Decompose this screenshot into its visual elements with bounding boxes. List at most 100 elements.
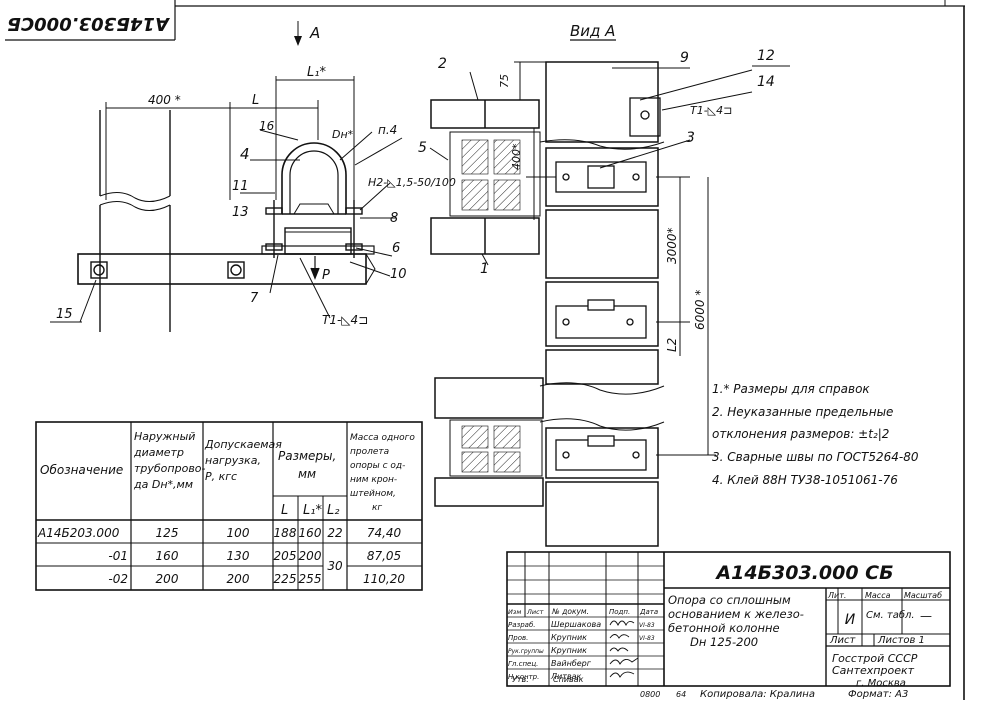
dim-3000: 3000*: [665, 227, 679, 264]
title-block-text: А14Б303.000 СБ Опора со сплошным основан…: [508, 562, 942, 689]
th-L: L: [281, 503, 288, 518]
tb-utv-name: Спивак: [553, 675, 584, 684]
tb-org-line: Сантехпроект: [832, 664, 915, 677]
callout-3: 3: [686, 130, 695, 146]
footer-copied: Копировала: Кралина: [700, 689, 815, 700]
td-load: 100: [227, 526, 250, 540]
tb-title-line: Опора со сплошным: [668, 593, 791, 607]
td-load: 130: [227, 549, 250, 563]
callout-6: 6: [392, 241, 400, 256]
callout-2: 2: [438, 56, 447, 72]
th-mass-line: штейном,: [350, 489, 396, 499]
callout-12: 12: [757, 48, 775, 64]
callout-8: 8: [390, 211, 398, 226]
dim-L1: L₁*: [307, 65, 326, 80]
dimensions-right: [429, 61, 753, 456]
th-mass-line: пролета: [350, 447, 389, 457]
th-mass-line: Масса одного: [350, 433, 415, 443]
tb-head: № докум.: [551, 607, 589, 616]
th-diameter-line: диаметр: [133, 446, 184, 459]
weld-t1-right: Т1-◺4⊐: [690, 104, 732, 117]
td-mass: 110,20: [363, 572, 405, 586]
signatures: [609, 620, 639, 678]
tb-signer-role: Разраб.: [508, 621, 536, 629]
td-mass: 74,40: [367, 526, 402, 540]
td-designation: -02: [108, 572, 128, 586]
dim-P: P: [322, 268, 330, 283]
note-p4: п.4: [378, 123, 397, 137]
tb-head: Лист: [526, 608, 544, 616]
tb-org-line: г. Москва: [856, 678, 906, 689]
td-L1: 200: [299, 549, 322, 563]
tb-head: Дата: [639, 608, 658, 616]
note-2: 2. Неуказанные предельные: [712, 405, 893, 419]
labels-view-a: 75 400* 3000* 6000 * L2 Т1-◺4⊐ 2 5 1 9 1…: [418, 48, 790, 352]
th-mass-line: опоры с од-: [350, 461, 405, 471]
note-2-cont: отклонения размеров: ±t₂|2: [712, 427, 889, 441]
td-L1: 255: [299, 572, 322, 586]
callout-1: 1: [480, 261, 489, 277]
dim-Dn: Dн*: [332, 128, 354, 141]
dimensions-left: [50, 21, 403, 323]
tb-scale-value: —: [920, 609, 932, 623]
spec-table: [35, 421, 423, 591]
tb-signer-name: Литвак: [550, 672, 581, 681]
callout-15: 15: [56, 307, 73, 322]
column-view-a: [430, 61, 665, 547]
callout-4: 4: [240, 145, 250, 163]
tb-head: Изм: [508, 608, 521, 616]
note-4: 4. Клей 88Н ТУ38-1051061-76: [712, 473, 898, 487]
callout-7: 7: [250, 291, 259, 306]
callout-5: 5: [418, 140, 427, 156]
tb-lit-value: И: [845, 612, 856, 628]
th-load-line: нагрузка,: [205, 454, 261, 467]
td-designation: А14Б203.000: [37, 526, 120, 540]
tb-title-line: основанием к железо-: [668, 607, 804, 621]
td-L: 188: [274, 526, 297, 540]
th-L1: L₁*: [303, 503, 322, 518]
footer-format: Формат: А3: [848, 689, 908, 700]
dim-6000: 6000 *: [693, 290, 707, 330]
tb-signer-name: Крупник: [551, 633, 587, 642]
td-designation: -01: [108, 549, 128, 563]
tb-signer-role: Гл.спец.: [508, 660, 538, 668]
callout-13: 13: [232, 205, 249, 220]
tb-signer-role: Н.контр.: [508, 673, 539, 681]
tb-org-line: Госстрой СССР: [832, 652, 918, 665]
tb-signer-name: Шершакова: [551, 620, 601, 629]
tb-title-line: Dн 125-200: [690, 635, 758, 649]
th-load-line: Допускаемая: [204, 438, 282, 451]
weld-h2: Н2-◺1,5-50/100: [368, 176, 456, 189]
footer-num-2: 64: [676, 690, 686, 699]
th-diameter-line: Наружный: [134, 430, 195, 443]
dim-75: 75: [498, 74, 511, 88]
tb-code: А14Б303.000 СБ: [714, 562, 893, 584]
callout-16: 16: [259, 119, 275, 133]
td-diameter: 160: [156, 549, 179, 563]
tb-lit-header: Лит.: [827, 591, 846, 600]
dim-400: 400 *: [148, 93, 181, 107]
tb-signer-name: Крупник: [551, 646, 587, 655]
th-diameter-line: да Dн*,мм: [133, 478, 193, 491]
tb-signer-role: Рук.группы: [508, 648, 544, 655]
td-L: 225: [274, 572, 297, 586]
dim-L: L: [252, 93, 259, 108]
th-L2: L₂: [327, 503, 339, 518]
spec-table-text: Обозначение Наружный диаметр трубопрово-…: [37, 430, 415, 586]
tb-head: Подп.: [609, 608, 630, 616]
th-sizes-line: мм: [298, 467, 316, 481]
tb-signer-name: Вайнберг: [551, 659, 592, 668]
support-front-view: [77, 110, 376, 332]
sheet-frame: [5, 0, 965, 700]
footer-num-1: 0800: [640, 690, 660, 699]
td-L2: 22: [327, 526, 342, 540]
td-mass: 87,05: [367, 549, 401, 563]
tb-sheets: Листов 1: [877, 635, 925, 646]
view-title: Вид А: [570, 22, 615, 40]
title-block: [506, 551, 951, 687]
callout-9: 9: [680, 50, 689, 66]
td-L: 205: [274, 549, 297, 563]
tb-mass-value: См. табл.: [866, 609, 915, 621]
th-designation: Обозначение: [40, 463, 123, 477]
callouts-left: 16 4 11 13 8 6 10 7 15: [56, 119, 407, 322]
